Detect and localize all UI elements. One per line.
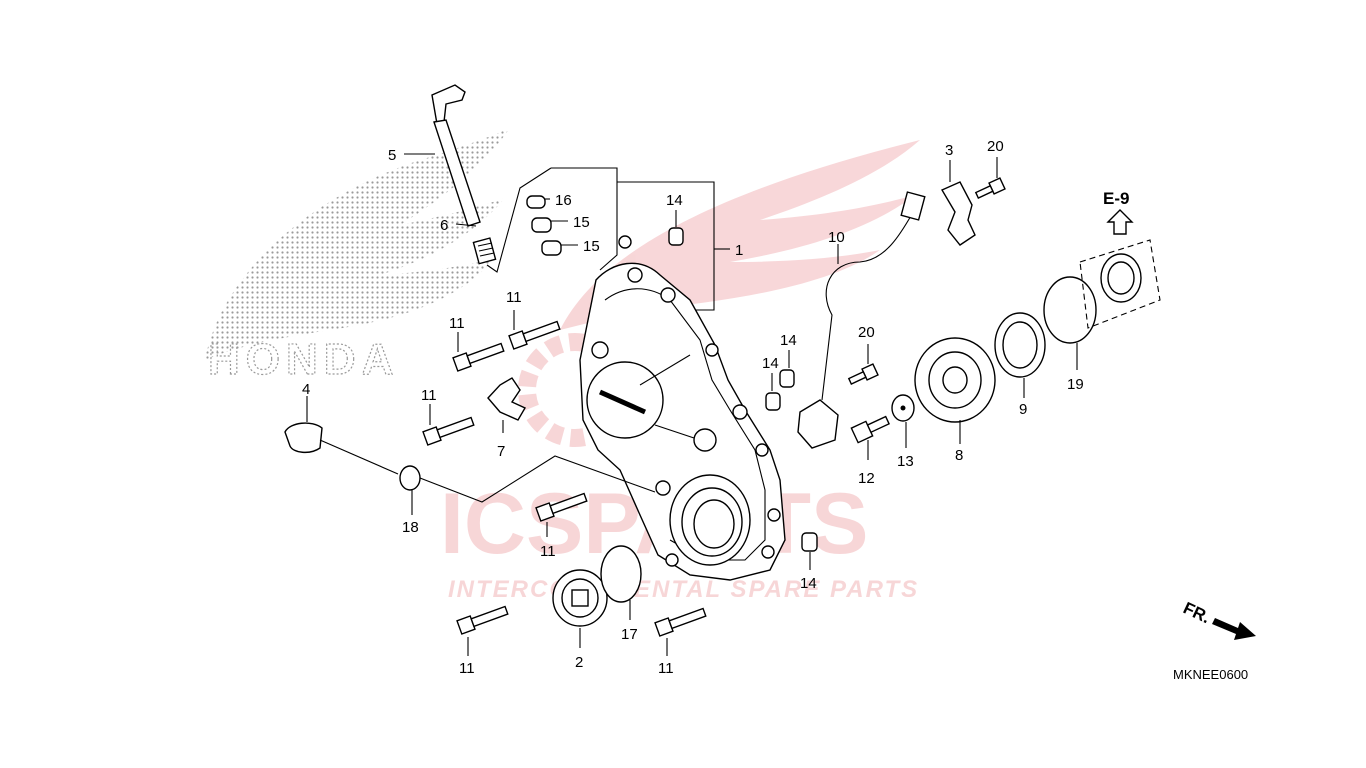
- callout-14-b: 14: [780, 332, 797, 349]
- callout-19: 19: [1067, 376, 1084, 393]
- part-16-15-seals: [526, 195, 562, 256]
- part-1-group-bracket: [486, 167, 730, 311]
- callout-14-a: 14: [666, 192, 683, 209]
- callout-9: 9: [1019, 401, 1027, 418]
- callout-17: 17: [621, 626, 638, 643]
- callout-1: 1: [735, 242, 743, 259]
- leader-lines: [306, 153, 1078, 656]
- icsparts-tagline: INTERCONTINENTAL SPARE PARTS: [448, 576, 919, 603]
- callout-11-f: 11: [658, 660, 674, 677]
- callout-14-d: 14: [800, 575, 817, 592]
- callout-14-c: 14: [762, 355, 779, 372]
- callout-12: 12: [858, 470, 875, 487]
- callout-4: 4: [302, 381, 310, 398]
- callout-3: 3: [945, 142, 953, 159]
- part-10-pulser-wire: [797, 191, 926, 449]
- callout-11-e: 11: [459, 660, 475, 677]
- honda-wing-watermark: HONDA: [205, 128, 510, 385]
- part-13-washer: [891, 394, 915, 422]
- callout-11-a: 11: [449, 315, 465, 332]
- front-direction-marker: FR.: [1180, 598, 1256, 640]
- front-arrow-icon: [1212, 618, 1256, 640]
- part-18-o-ring: [399, 455, 656, 503]
- part-19-snap-ring: [1043, 276, 1097, 344]
- part-6-spring: [472, 237, 497, 265]
- callout-2: 2: [575, 654, 583, 671]
- part-7-clip: [487, 377, 526, 421]
- callout-13: 13: [897, 453, 914, 470]
- part-11-bolts: [422, 320, 707, 637]
- callout-6: 6: [440, 217, 448, 234]
- part-12-bolt: [850, 415, 890, 444]
- callout-11-c: 11: [421, 387, 437, 404]
- e9-reference-group: [1079, 209, 1161, 329]
- callout-15-a: 15: [573, 214, 590, 231]
- part-2-cap: [552, 569, 608, 627]
- callout-10: 10: [828, 229, 845, 246]
- part-1-clutch-cover: [579, 235, 786, 581]
- callout-8: 8: [955, 447, 963, 464]
- part-14-dowels: [668, 227, 818, 552]
- callout-7: 7: [497, 443, 505, 460]
- part-5-sensor-bracket: [431, 84, 481, 227]
- part-8-pulser-rotor: [914, 337, 996, 423]
- part-3-bracket: [940, 181, 976, 246]
- diagram-code: MKNEE0600: [1173, 667, 1248, 682]
- callout-18: 18: [402, 519, 419, 536]
- part-4-dipstick: [284, 422, 399, 475]
- callout-labels: 1 2 3 4 5 6 7 8 9 10 11 11 11 11 11 11 1…: [302, 138, 1084, 677]
- part-20-bolts: [847, 177, 1006, 385]
- callout-11-b: 11: [506, 289, 522, 306]
- reference-e9-label: E-9: [1103, 189, 1129, 208]
- part-17-o-ring: [600, 545, 642, 603]
- callout-20-b: 20: [858, 324, 875, 341]
- callout-16: 16: [555, 192, 572, 209]
- callout-20-a: 20: [987, 138, 1004, 155]
- honda-brand-text: HONDA: [208, 335, 399, 384]
- front-marker-label: FR.: [1180, 598, 1213, 627]
- callout-11-d: 11: [540, 543, 556, 560]
- callout-5: 5: [388, 147, 396, 164]
- part-9-one-way-clutch: [994, 312, 1046, 378]
- callout-15-b: 15: [583, 238, 600, 255]
